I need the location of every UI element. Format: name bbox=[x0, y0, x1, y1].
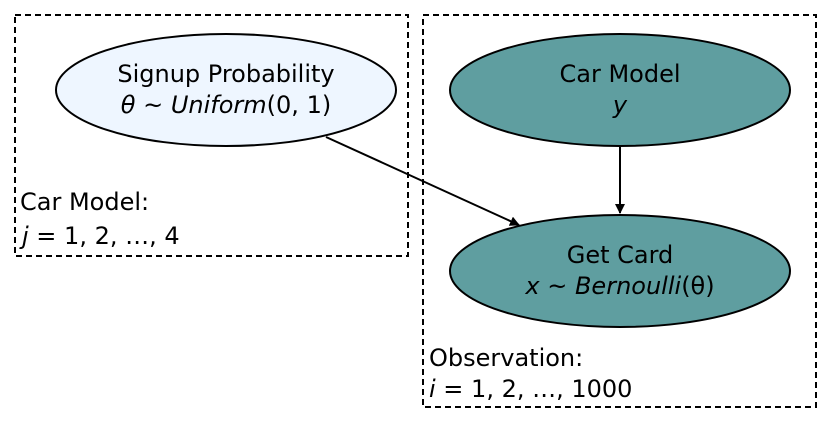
signup-probability-title: Signup Probability bbox=[117, 60, 334, 88]
car-model-plate-index: j = 1, 2, …, 4 bbox=[19, 222, 180, 250]
car-model-title: Car Model bbox=[559, 60, 680, 88]
edge-signup-to-getcard bbox=[325, 136, 520, 226]
car-model-plate: Car Model: j = 1, 2, …, 4 bbox=[14, 14, 409, 257]
observation-plate-index: i = 1, 2, …, 1000 bbox=[429, 375, 632, 403]
get-card-node: Get Card x ~ Bernoulli(θ) bbox=[449, 214, 791, 328]
get-card-distribution: x ~ Bernoulli(θ) bbox=[524, 272, 714, 300]
signup-probability-node: Signup Probability θ ~ Uniform(0, 1) bbox=[55, 33, 397, 147]
car-model-plate-title: Car Model: bbox=[20, 188, 149, 216]
get-card-ellipse bbox=[449, 214, 791, 328]
observation-plate: Observation: i = 1, 2, …, 1000 bbox=[422, 14, 817, 408]
signup-probability-ellipse bbox=[55, 33, 397, 147]
car-model-node: Car Model y bbox=[449, 33, 791, 147]
car-model-ellipse bbox=[449, 33, 791, 147]
observation-plate-title: Observation: bbox=[429, 344, 583, 372]
car-model-variable: y bbox=[612, 91, 628, 119]
signup-probability-distribution: θ ~ Uniform(0, 1) bbox=[121, 91, 331, 119]
get-card-title: Get Card bbox=[567, 241, 674, 269]
